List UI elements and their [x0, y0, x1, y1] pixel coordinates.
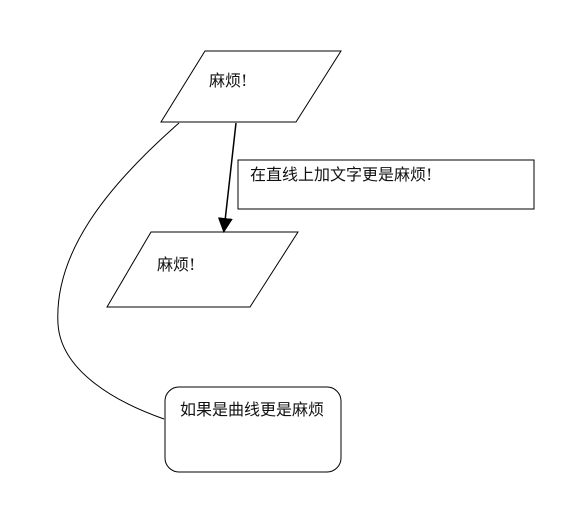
middle-parallelogram — [106, 231, 299, 308]
arrow-note-box — [237, 159, 535, 210]
middle-shape-label: 麻烦! — [157, 255, 196, 274]
top-shape-label: 麻烦! — [209, 71, 248, 90]
curve-note-label: 如果是曲线更是麻烦 — [180, 400, 325, 419]
connector-arrow — [217, 122, 237, 233]
arrow-note-label: 在直线上加文字更是麻烦! — [250, 165, 433, 184]
top-parallelogram — [160, 50, 342, 123]
curve-note-box — [164, 386, 342, 473]
curved-connector — [57, 122, 180, 420]
